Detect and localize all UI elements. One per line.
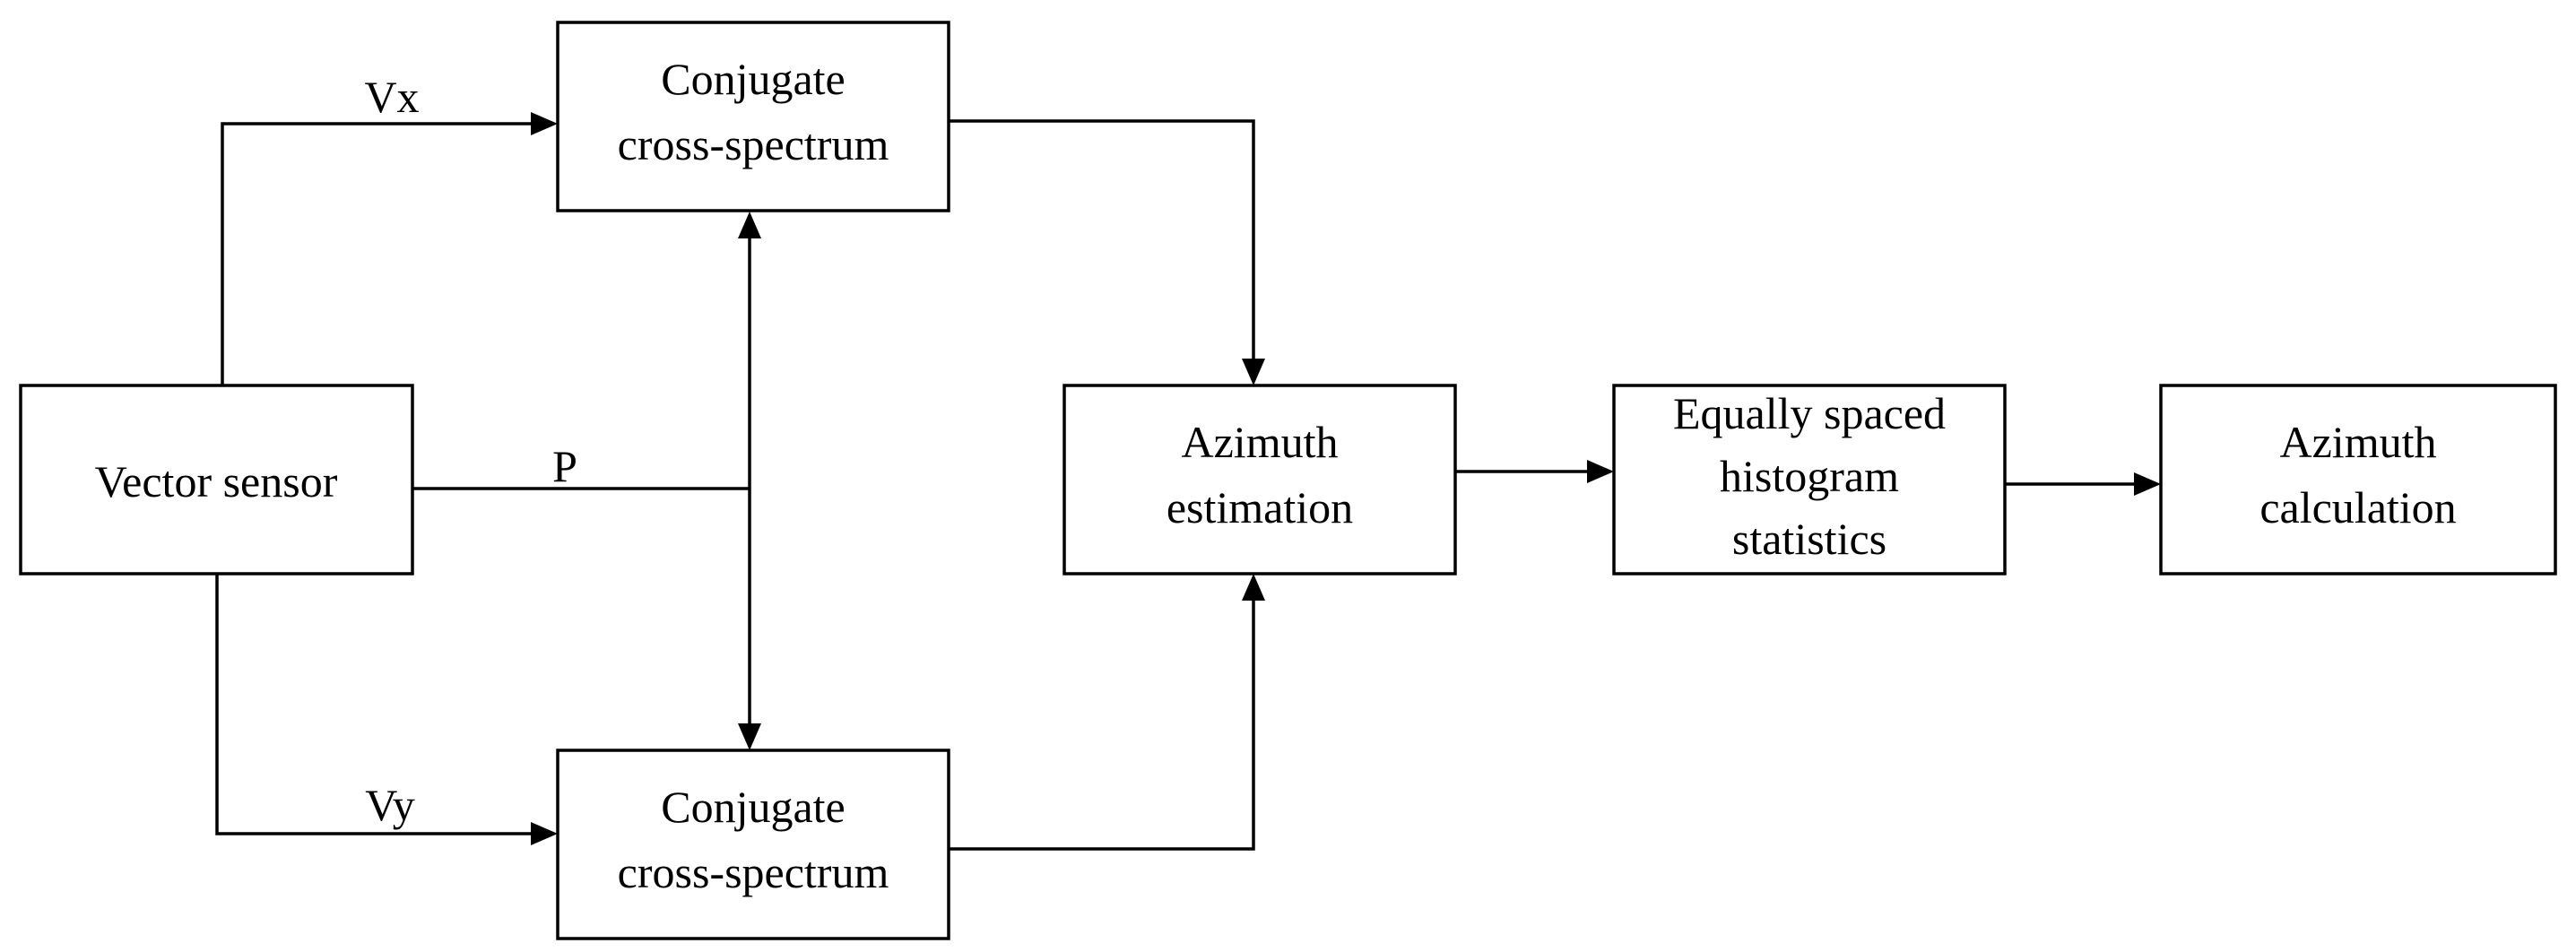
top-cross-spectrum-line2: cross-spectrum (618, 119, 889, 169)
vector-sensor-label: Vector sensor (95, 456, 338, 506)
vx-arrowhead (531, 112, 558, 135)
vy-label: Vy (365, 780, 415, 830)
p-label: P (552, 441, 577, 491)
histogram-to-calculation-arrowhead (2134, 472, 2161, 496)
histogram-statistics-line2: histogram (1720, 451, 1899, 501)
p-up-arrowhead (738, 212, 761, 238)
histogram-statistics-line1: Equally spaced (1673, 388, 1946, 438)
azimuth-calculation-box: Azimuth calculation (2159, 384, 2557, 576)
vx-label: Vx (364, 72, 419, 122)
top-spectrum-to-estimation-arrowhead (1242, 359, 1265, 385)
p-down-arrowhead (738, 723, 761, 750)
azimuth-estimation-box: Azimuth estimation (1062, 384, 1457, 576)
azimuth-estimation-line2: estimation (1167, 482, 1353, 532)
bottom-cross-spectrum-line2: cross-spectrum (618, 847, 889, 897)
bottom-spectrum-to-estimation-arrowhead (1242, 574, 1265, 601)
azimuth-estimation-line1: Azimuth (1182, 417, 1339, 467)
histogram-statistics-line3: statistics (1732, 514, 1886, 564)
vy-connector (215, 574, 531, 835)
histogram-statistics-box: Equally spaced histogram statistics (1612, 384, 2007, 576)
top-cross-spectrum-line1: Conjugate (661, 54, 846, 104)
bottom-cross-spectrum-line1: Conjugate (661, 782, 846, 832)
bottom-spectrum-to-estimation-connector (949, 601, 1255, 851)
vector-sensor-box: Vector sensor (19, 384, 414, 576)
azimuth-calculation-line1: Azimuth (2280, 417, 2437, 467)
azimuth-calculation-line2: calculation (2259, 482, 2456, 532)
vx-connector (221, 122, 531, 385)
vy-arrowhead (531, 822, 558, 845)
top-cross-spectrum-box: Conjugate cross-spectrum (556, 21, 950, 212)
top-spectrum-to-estimation-connector (949, 119, 1255, 359)
bottom-cross-spectrum-box: Conjugate cross-spectrum (556, 749, 950, 940)
estimation-to-histogram-arrowhead (1587, 460, 1614, 483)
